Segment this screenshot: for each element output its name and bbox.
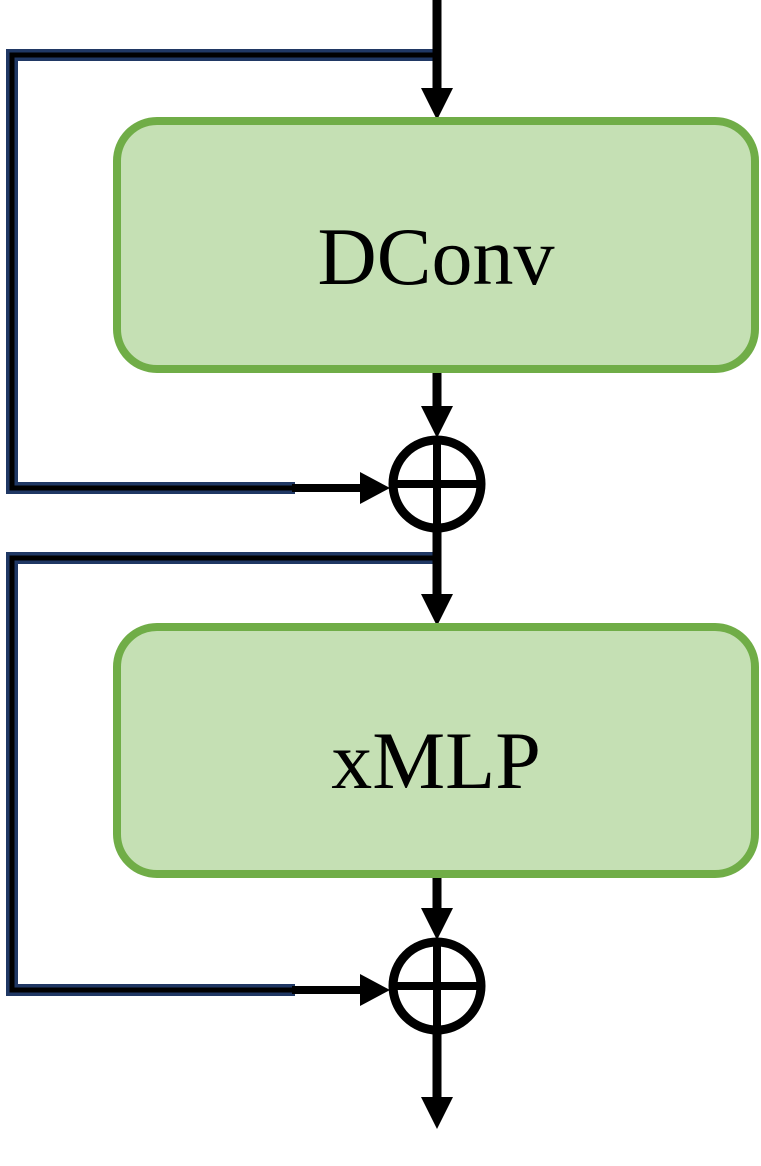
dconv-output-arrow bbox=[421, 370, 453, 438]
dconv-label: DConv bbox=[318, 211, 555, 302]
dconv-output-arrowhead bbox=[421, 406, 453, 438]
add-icon-2 bbox=[388, 937, 486, 1035]
dconv-block: DConv bbox=[113, 117, 759, 373]
skip-connection-1-core bbox=[9, 52, 437, 491]
skip-connection-2-arrowhead bbox=[360, 974, 390, 1006]
middle-arrowhead bbox=[421, 594, 453, 626]
dconv-block-box bbox=[113, 117, 759, 373]
skip-connection-2 bbox=[6, 552, 437, 1006]
skip-connection-1 bbox=[6, 49, 437, 504]
xmlp-block: xMLP bbox=[113, 623, 759, 878]
output-arrowhead bbox=[421, 1097, 453, 1129]
skip-connection-1-arrowhead bbox=[360, 472, 390, 504]
xmlp-output-arrowhead bbox=[421, 908, 453, 940]
xmlp-label: xMLP bbox=[331, 715, 541, 806]
input-arrowhead bbox=[421, 88, 453, 120]
xmlp-output-arrow bbox=[421, 876, 453, 940]
middle-arrow bbox=[421, 530, 453, 626]
xmlp-block-box bbox=[113, 623, 759, 878]
skip-connection-2-core bbox=[9, 555, 437, 993]
add-icon-1 bbox=[388, 435, 486, 533]
output-arrow bbox=[421, 1034, 453, 1129]
input-arrow bbox=[421, 0, 453, 120]
